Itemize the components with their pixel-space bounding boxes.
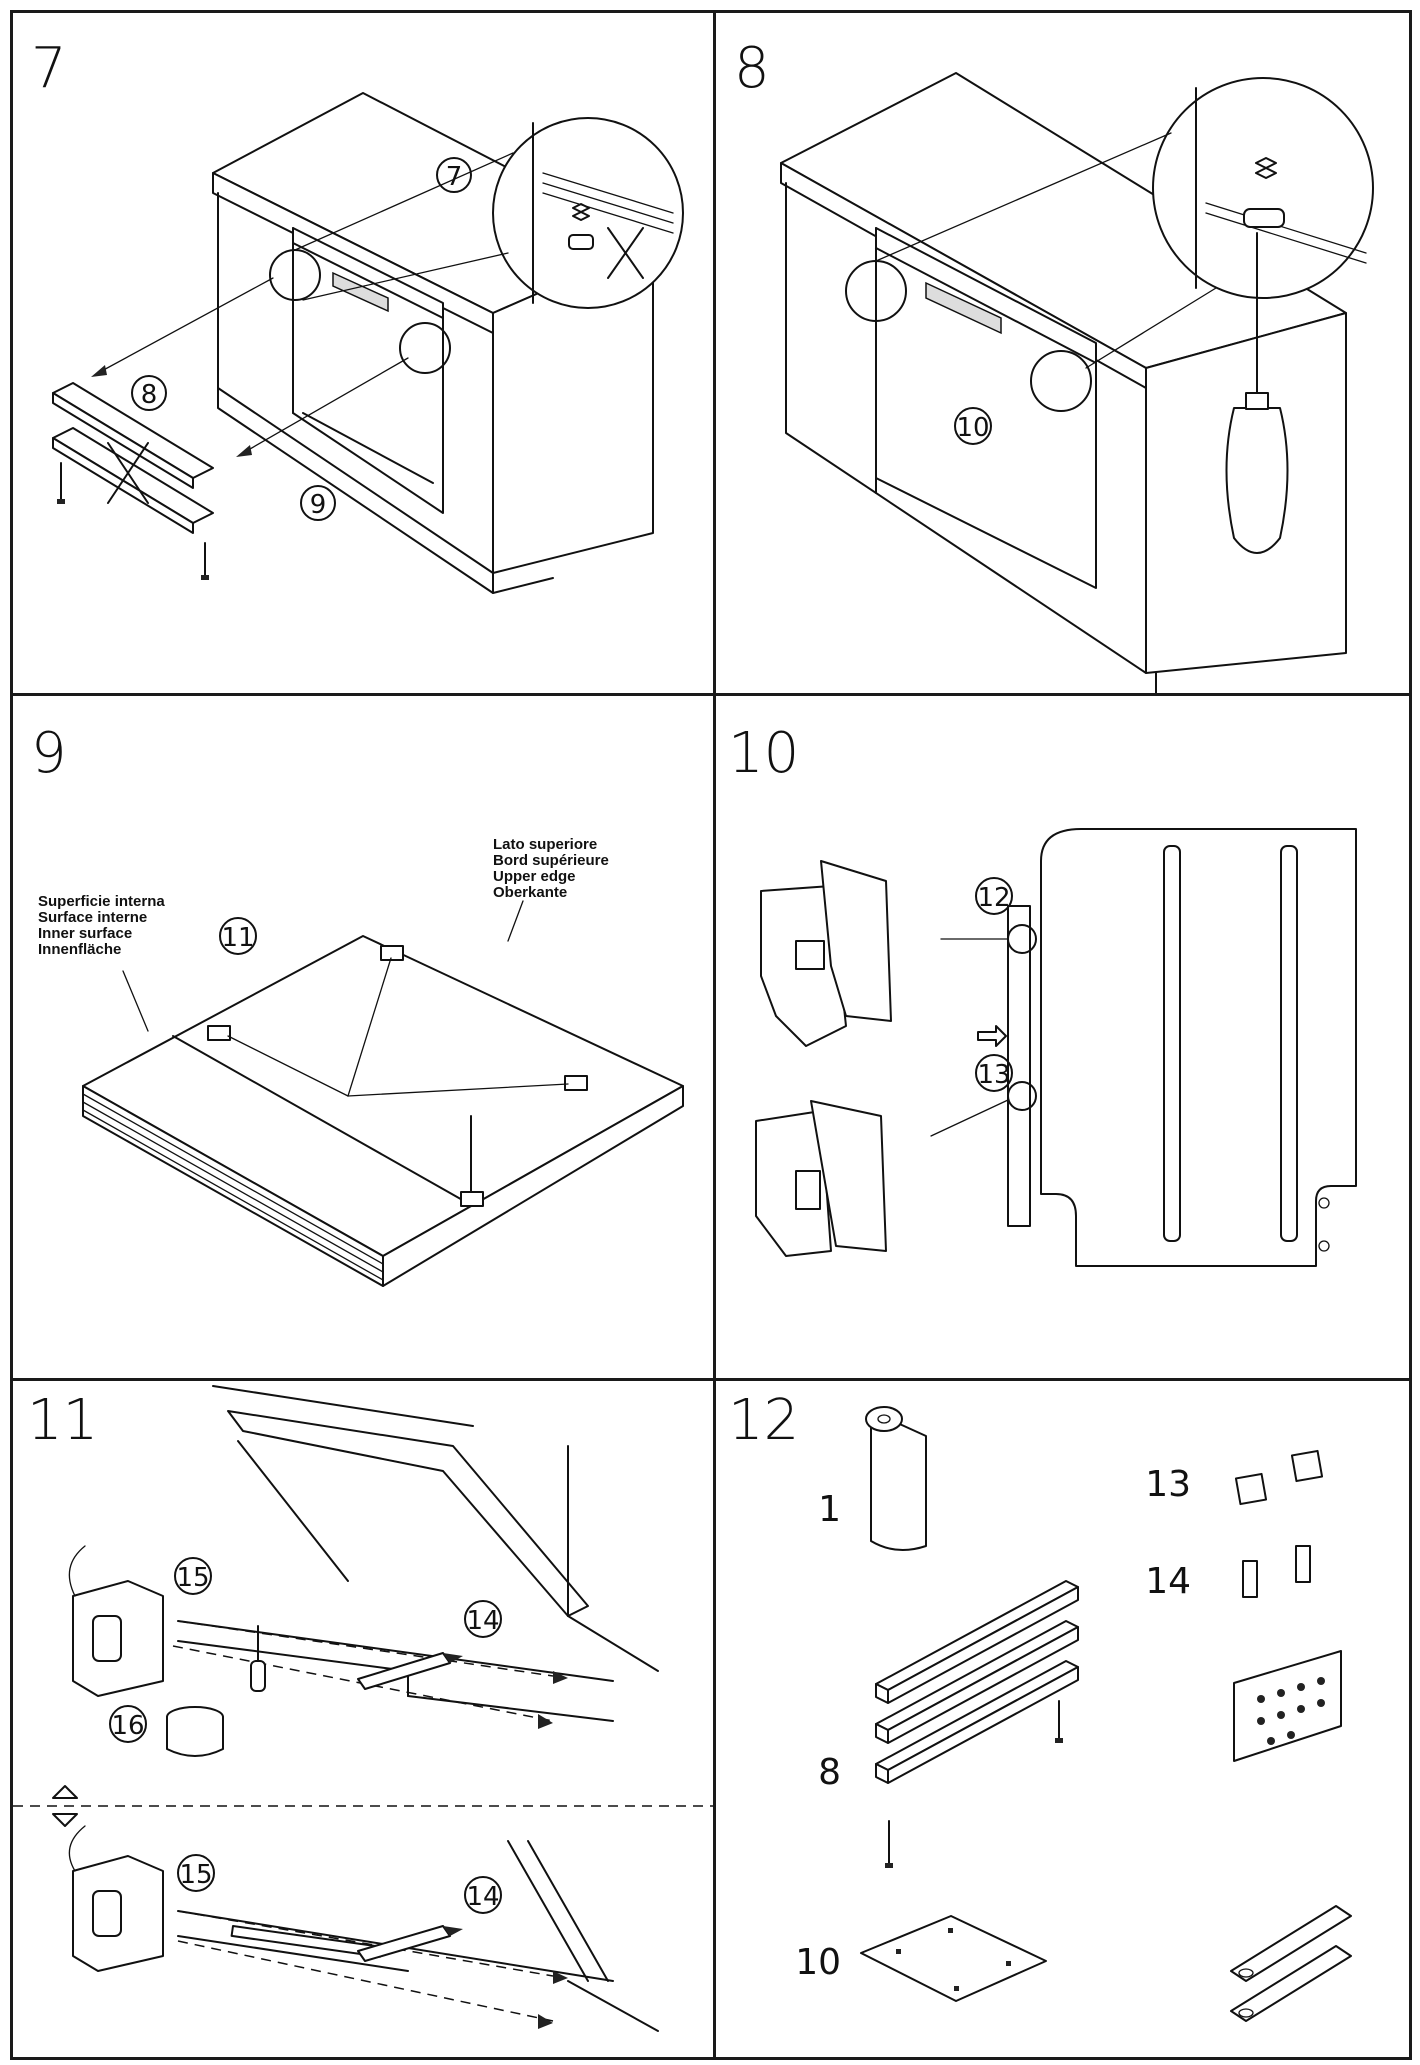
detail-inset <box>492 117 684 309</box>
step-8-panel: 8 <box>716 13 1409 693</box>
callout-13: 13 <box>977 1060 1010 1090</box>
callout-11: 11 <box>221 923 254 953</box>
svg-text:Innenfläche: Innenfläche <box>38 941 121 958</box>
pencil-icon <box>357 1652 463 1690</box>
step-10-panel: 10 1 <box>716 696 1409 1378</box>
detail-inset <box>1152 77 1374 299</box>
door-panel <box>82 935 684 1287</box>
part-number-14: 14 <box>1145 1561 1191 1602</box>
hinge-detail-upper <box>760 860 892 1047</box>
step-7-illustration: 7 8 9 <box>52 92 684 594</box>
step-7-panel: 7 <box>13 13 713 693</box>
part-number-8: 8 <box>818 1752 841 1793</box>
wood-slats <box>875 1580 1079 1784</box>
step-11-panel: 11 <box>13 1381 713 2057</box>
screw-icon <box>201 542 209 580</box>
svg-text:Lato superiore: Lato superiore <box>493 836 597 853</box>
svg-text:Oberkante: Oberkante <box>493 884 567 901</box>
callout-12: 12 <box>977 883 1010 913</box>
kitchen-cabinet <box>212 92 654 594</box>
step-10-illustration: 12 13 <box>755 828 1357 1267</box>
screw-icon <box>1055 1700 1063 1743</box>
step-number: 10 <box>728 721 800 786</box>
screw-card <box>1233 1650 1342 1762</box>
hinge-detail-lower <box>755 1100 887 1257</box>
spring-detail <box>532 122 674 304</box>
step-number: 7 <box>31 36 67 101</box>
callout-10: 10 <box>956 413 989 443</box>
mounting-plate <box>860 1915 1047 2002</box>
svg-text:Superficie interna: Superficie interna <box>38 893 165 910</box>
hinge-plates <box>207 945 588 1207</box>
screwdriver-icon <box>1225 232 1289 554</box>
callout-16: 16 <box>111 1711 144 1741</box>
svg-text:Surface interne: Surface interne <box>38 909 147 926</box>
inner-surface-label: Superficie interna Surface interne Inner… <box>38 893 165 958</box>
zoom-circle <box>1030 350 1092 412</box>
screw-icon <box>885 1820 893 1868</box>
triangle-up-icon <box>52 1785 78 1799</box>
divider-horizontal-2 <box>13 1378 1409 1381</box>
step-11-illustration: 15 14 16 15 14 <box>13 1385 713 2032</box>
tape-roll-icon <box>166 1706 224 1757</box>
step-number: 9 <box>31 721 67 786</box>
zoom-circle <box>1007 1081 1037 1111</box>
appliance-door <box>1007 828 1357 1267</box>
step-9-panel: 9 Superficie interna Surface interne Inn… <box>13 696 713 1378</box>
hinge-brackets <box>1234 1449 1324 1506</box>
plastic-guides <box>1230 1905 1352 2022</box>
callout-15: 15 <box>176 1563 209 1593</box>
step-number: 11 <box>27 1388 99 1453</box>
spring-detail <box>1195 87 1367 289</box>
step-number: 12 <box>728 1388 800 1453</box>
part-number-13: 13 <box>1145 1464 1191 1505</box>
step-9-illustration: Superficie interna Surface interne Inner… <box>38 836 684 1287</box>
svg-text:Inner surface: Inner surface <box>38 925 132 942</box>
callout-7: 7 <box>446 162 463 192</box>
upper-edge-label: Lato superiore Bord supérieure Upper edg… <box>493 836 609 901</box>
divider-vertical <box>713 13 716 2057</box>
step-12-illustration: 1 8 10 13 <box>795 1406 1352 2022</box>
hand-router-icon <box>68 1825 164 1972</box>
svg-text:Upper edge: Upper edge <box>493 868 576 885</box>
removed-slats <box>52 382 214 534</box>
callout-14: 14 <box>466 1882 499 1912</box>
adhesive-roll <box>865 1406 927 1551</box>
callout-14: 14 <box>466 1606 499 1636</box>
screw-icon <box>57 462 65 504</box>
step-number: 8 <box>734 36 770 101</box>
instruction-sheet: 7 <box>10 10 1412 2060</box>
screwdriver-icon <box>250 1625 266 1692</box>
part-number-10: 10 <box>795 1942 841 1983</box>
step-8-illustration: 10 <box>780 72 1374 693</box>
pencil-icon <box>357 1925 463 1962</box>
hand-router-icon <box>68 1545 164 1697</box>
part-number-1: 1 <box>818 1489 841 1530</box>
divider-horizontal-1 <box>13 693 1409 696</box>
svg-text:Bord supérieure: Bord supérieure <box>493 852 609 869</box>
router-scene-upper <box>172 1385 659 1729</box>
step-12-panel: 12 1 8 <box>716 1381 1409 2057</box>
callout-8: 8 <box>141 380 158 410</box>
callout-9: 9 <box>310 490 327 520</box>
arrow-icon <box>977 1025 1007 1047</box>
callout-15: 15 <box>179 1860 212 1890</box>
triangle-down-icon <box>52 1813 78 1827</box>
angle-brackets <box>1242 1545 1311 1598</box>
zoom-circle <box>399 322 451 374</box>
